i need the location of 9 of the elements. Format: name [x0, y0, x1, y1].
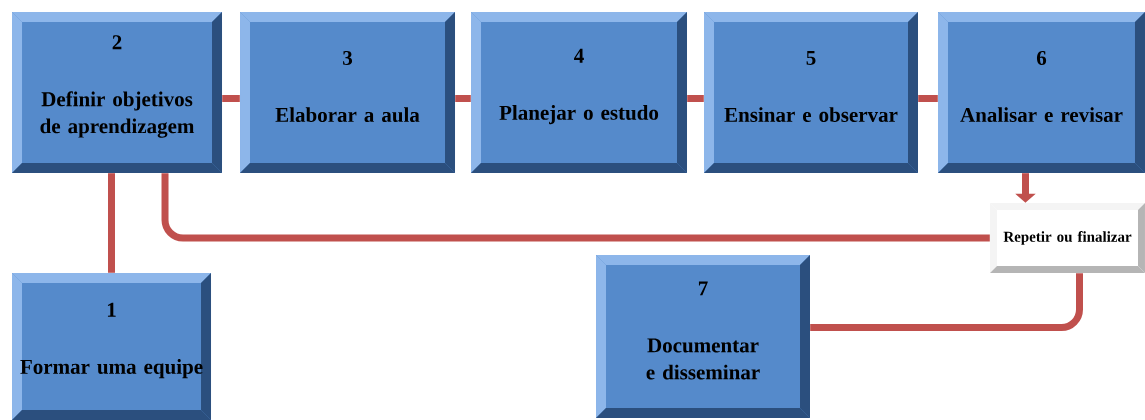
decision-box: Repetir ou finalizar: [990, 203, 1145, 273]
process-box: 5 Ensinar e observar: [704, 12, 918, 173]
process-box: 7 Documentar e disseminar: [596, 255, 810, 418]
node-label: Repetir ou finalizar: [1003, 231, 1132, 245]
process-box: 4 Planejar o estudo: [471, 12, 687, 173]
process-box: 2 Definir objetivos de aprendizagem: [12, 12, 222, 173]
process-box: 6 Analisar e revisar: [938, 12, 1145, 173]
process-box: 3 Elaborar a aula: [240, 12, 455, 173]
process-box: 1 Formar uma equipe: [12, 273, 211, 420]
